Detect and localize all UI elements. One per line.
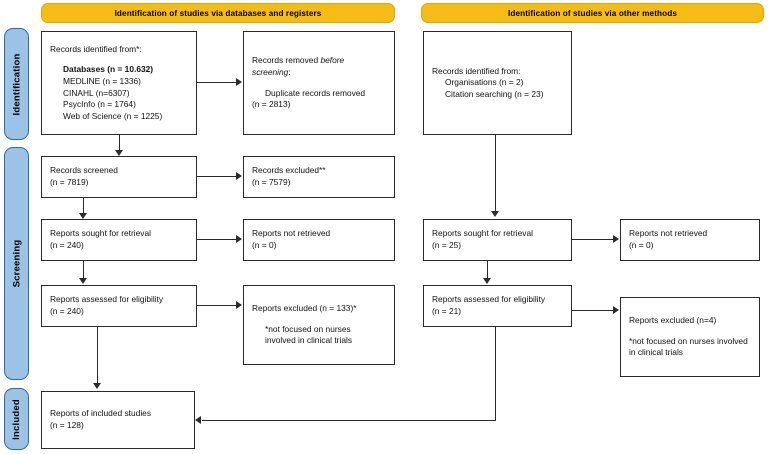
reports-not-retrieved-right-label: Reports not retrieved [629, 228, 708, 239]
reports-sought-left-count: (n = 240) [50, 240, 84, 250]
records-identified-line-1: Records identified from*: [50, 43, 142, 54]
records-identified-cinahl: CINAHL (n=6307) [63, 87, 130, 98]
reports-excluded-right-note-1: *not focused on nurses involved [629, 335, 748, 346]
records-identified-spacer [50, 55, 188, 64]
records-removed-heading-italic: before [320, 55, 345, 66]
arrowhead-sought-to-not-retrieved-right [613, 235, 619, 243]
arrowhead-assessed-to-excluded-left [236, 301, 242, 309]
reports-excluded-left-label: Reports excluded (n = 133)* [252, 303, 357, 314]
box-reports-sought-right: Reports sought for retrieval (n = 25) [423, 219, 572, 261]
phase-label-included-text: Included [11, 398, 23, 440]
connector-sought-to-assessed-left [83, 261, 85, 282]
box-reports-excluded-right: Reports excluded (n=4) *not focused on n… [620, 297, 760, 377]
reports-assessed-left-count: (n = 240) [50, 306, 84, 316]
records-identified-citation-searching: Citation searching (n = 23) [445, 88, 544, 99]
connector-other-identified-to-sought [495, 135, 497, 214]
records-screened-label: Records screened [50, 165, 118, 176]
arrowhead-right-to-included [195, 416, 201, 424]
records-removed-spacer [252, 79, 386, 88]
records-identified-web-of-science: Web of Science (n = 1225) [63, 110, 163, 121]
connector-identified-to-screened [119, 135, 121, 154]
section-header-other-methods-text: Identification of studies via other meth… [508, 8, 677, 18]
connector-identified-to-removed [197, 82, 236, 84]
box-reports-assessed-right: Reports assessed for eligibility (n = 21… [423, 285, 572, 327]
records-excluded-label: Records excluded** [252, 165, 326, 176]
reports-assessed-left-label: Reports assessed for eligibility [50, 294, 164, 305]
box-reports-included: Reports of included studies (n = 128) [41, 391, 195, 449]
records-removed-heading: Records removed before [252, 55, 386, 67]
phase-label-identification-text: Identification [11, 53, 23, 115]
arrowhead-identified-to-screened [115, 150, 123, 156]
records-screened-count: (n = 7819) [50, 177, 89, 187]
records-identified-other-label: Records identified from: [432, 65, 521, 76]
records-removed-heading-italic-2: screening [252, 66, 289, 77]
reports-sought-left-label: Reports sought for retrieval [50, 228, 152, 239]
records-excluded-count: (n = 7579) [252, 177, 291, 187]
box-reports-sought-left: Reports sought for retrieval (n = 240) [41, 219, 197, 261]
reports-excluded-right-label: Reports excluded (n=4) [629, 315, 717, 326]
connector-screened-to-sought [83, 198, 85, 217]
connector-assessed-to-included [97, 327, 99, 387]
connector-sought-to-assessed-right [487, 261, 489, 282]
arrowhead-sought-to-assessed-right [483, 278, 491, 284]
section-header-databases-text: Identification of studies via databases … [114, 8, 322, 18]
reports-excluded-right-note-2: in clinical trials [629, 347, 683, 358]
records-removed-heading-2: screening: [252, 67, 386, 79]
reports-assessed-right-count: (n = 21) [432, 306, 462, 316]
box-reports-not-retrieved-left: Reports not retrieved (n = 0) [243, 219, 395, 261]
box-reports-excluded-left: Reports excluded (n = 133)* *not focused… [243, 285, 395, 365]
box-records-excluded: Records excluded** (n = 7579) [243, 156, 395, 198]
records-identified-psycinfo: PsycInfo (n = 1764) [63, 99, 136, 110]
box-reports-not-retrieved-right: Reports not retrieved (n = 0) [620, 219, 760, 261]
reports-included-label: Reports of included studies [50, 408, 152, 419]
duplicate-records-removed-count: (n = 2813) [252, 99, 291, 110]
phase-label-screening: Screening [4, 147, 29, 380]
reports-excluded-right-spacer [629, 327, 751, 336]
reports-excluded-left-spacer [252, 315, 386, 324]
records-identified-organisations: Organisations (n = 2) [445, 77, 524, 88]
arrowhead-sought-to-assessed-left [79, 278, 87, 284]
box-records-identified-databases: Records identified from*: Databases (n =… [41, 31, 197, 135]
section-header-other-methods: Identification of studies via other meth… [421, 3, 764, 23]
connector-assessed-to-excluded-right [572, 310, 613, 312]
box-records-identified-other: Records identified from: Organisations (… [423, 31, 572, 135]
reports-excluded-left-note-1: *not focused on nurses [265, 323, 351, 334]
records-removed-heading-colon: : [288, 66, 291, 77]
reports-sought-right-label: Reports sought for retrieval [432, 228, 534, 239]
arrowhead-screened-to-sought [79, 213, 87, 219]
duplicate-records-removed-label: Duplicate records removed [265, 87, 366, 98]
reports-not-retrieved-left-label: Reports not retrieved [252, 228, 331, 239]
arrowhead-other-identified-to-sought [491, 211, 499, 217]
reports-sought-right-count: (n = 25) [432, 240, 462, 250]
connector-sought-to-not-retrieved-left [197, 239, 236, 241]
records-identified-databases-total: Databases (n = 10.632) [63, 64, 154, 75]
section-header-databases: Identification of studies via databases … [41, 3, 395, 23]
records-removed-heading-a: Records removed [252, 55, 321, 66]
records-identified-medline: MEDLINE (n = 1336) [63, 75, 141, 86]
reports-assessed-right-label: Reports assessed for eligibility [432, 294, 546, 305]
connector-right-to-included-horizontal [202, 420, 496, 422]
reports-not-retrieved-right-count: (n = 0) [629, 240, 654, 250]
arrowhead-sought-to-not-retrieved-left [236, 235, 242, 243]
reports-not-retrieved-left-count: (n = 0) [252, 240, 277, 250]
reports-included-count: (n = 128) [50, 420, 84, 430]
box-reports-assessed-left: Reports assessed for eligibility (n = 24… [41, 285, 197, 327]
box-records-screened: Records screened (n = 7819) [41, 156, 197, 198]
phase-label-included: Included [4, 388, 29, 450]
connector-sought-to-not-retrieved-right [572, 239, 613, 241]
phase-label-screening-text: Screening [11, 239, 23, 288]
box-records-removed-before-screening: Records removed before screening: Duplic… [243, 31, 395, 135]
arrowhead-assessed-to-excluded-right [613, 306, 619, 314]
connector-assessed-to-excluded-left [197, 305, 236, 307]
reports-excluded-left-note-2: involved in clinical trials [265, 335, 353, 346]
arrowhead-identified-to-removed [236, 78, 242, 86]
arrowhead-screened-to-excluded [236, 172, 242, 180]
arrowhead-assessed-to-included [93, 383, 101, 389]
connector-screened-to-excluded [197, 176, 236, 178]
connector-right-to-included-vertical [495, 327, 497, 420]
phase-label-identification: Identification [4, 28, 29, 140]
